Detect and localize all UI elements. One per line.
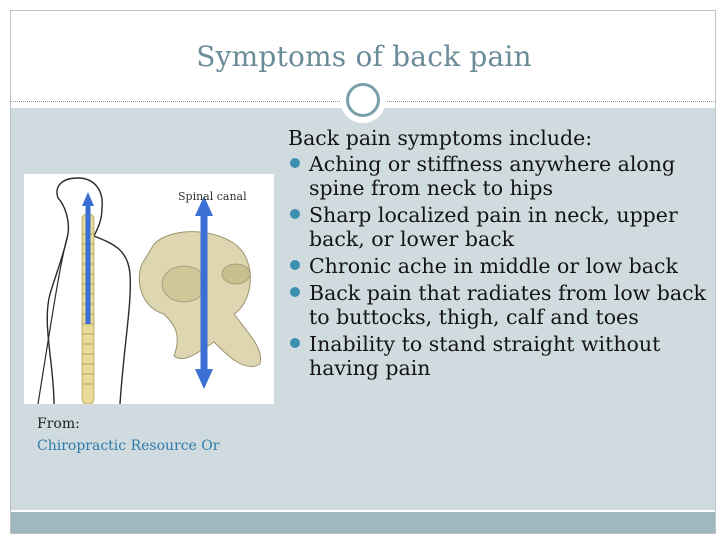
- list-item-text: Aching or stiffness anywhere along spine…: [309, 152, 676, 200]
- list-item-text: Inability to stand straight without havi…: [309, 332, 661, 380]
- vertebra: [138, 231, 262, 367]
- bullet-dot-icon: [290, 158, 300, 168]
- bullet-dot-icon: [290, 209, 300, 219]
- spinal-canal-label: Spinal canal: [178, 190, 247, 203]
- list-item: Inability to stand straight without havi…: [288, 332, 708, 380]
- bullet-dot-icon: [290, 287, 300, 297]
- slide-frame: [10, 10, 716, 534]
- image-caption: From: Chiropractic Resource Or: [37, 413, 219, 457]
- list-item: Sharp localized pain in neck, upper back…: [288, 203, 708, 251]
- list-item: Chronic ache in middle or low back: [288, 254, 708, 278]
- list-item: Back pain that radiates from low back to…: [288, 281, 708, 329]
- intro-text: Back pain symptoms include:: [288, 126, 593, 150]
- slide-title: Symptoms of back pain: [196, 40, 532, 73]
- symptoms-list: Aching or stiffness anywhere along spine…: [288, 152, 708, 380]
- caption-from: From:: [37, 416, 80, 432]
- spine-arrow-large: [195, 196, 213, 389]
- list-item-text: Sharp localized pain in neck, upper back…: [309, 203, 678, 251]
- arm-outline: [37, 233, 69, 404]
- spine-illustration-graphic: [37, 177, 262, 404]
- symptoms-textbox: Back pain symptoms include: Aching or st…: [288, 126, 708, 383]
- source-link[interactable]: Chiropractic Resource Or: [37, 438, 220, 454]
- list-item-text: Chronic ache in middle or low back: [309, 254, 678, 278]
- list-item-text: Back pain that radiates from low back to…: [309, 281, 706, 329]
- spine-illustration: [24, 174, 274, 404]
- bullet-dot-icon: [290, 338, 300, 348]
- bottom-bar: [10, 512, 716, 534]
- bullet-dot-icon: [290, 260, 300, 270]
- spine-arrow-small: [82, 192, 94, 324]
- body-outline: [46, 177, 131, 404]
- list-item: Aching or stiffness anywhere along spine…: [288, 152, 708, 200]
- circle-ornament-icon: [346, 83, 380, 117]
